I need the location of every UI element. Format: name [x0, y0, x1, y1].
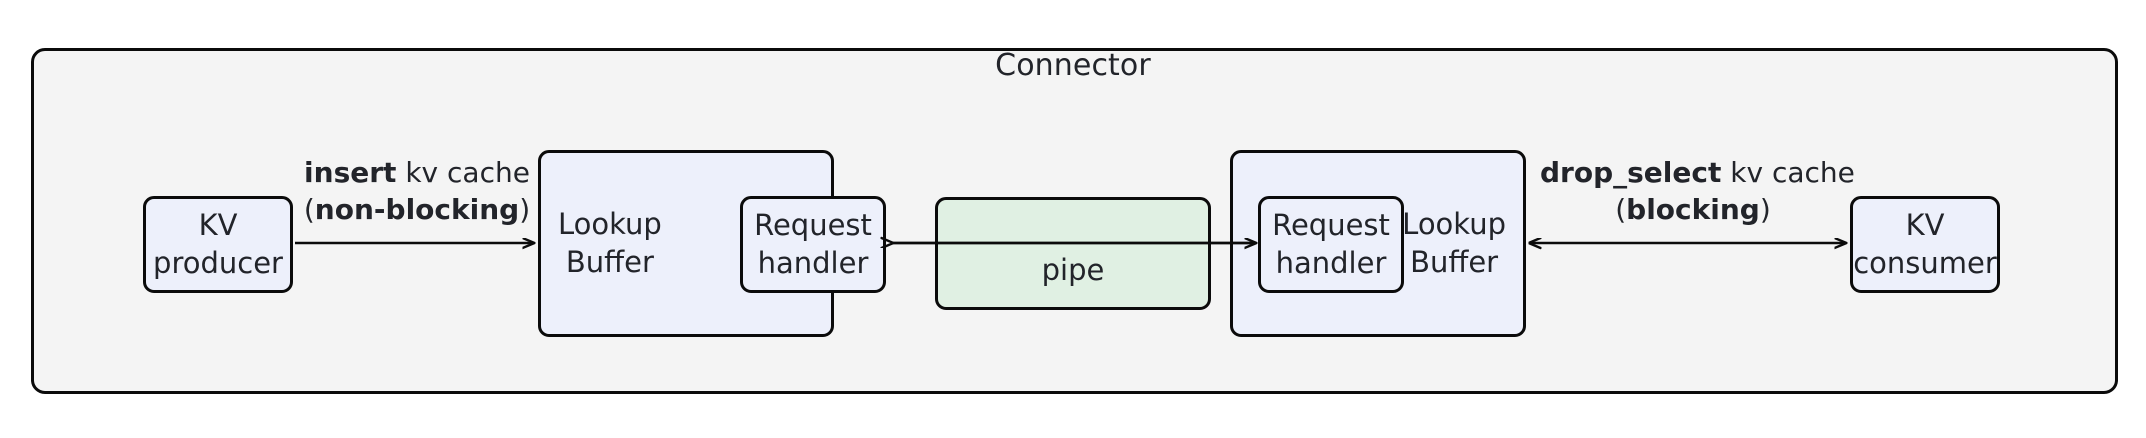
edge-label-insert-line1: insert kv cache [294, 155, 540, 192]
node-lookup-buffer-right-label: Lookup Buffer [1402, 207, 1506, 279]
node-request-handler-right-label: Request handler [1272, 208, 1390, 280]
node-kv-consumer[interactable]: KV consumer [1850, 196, 2000, 293]
edge-label-drop-select-op: drop_select [1540, 156, 1722, 189]
node-request-handler-left-label: Request handler [754, 208, 872, 280]
edge-label-drop-select-line2: (blocking) [1540, 192, 1846, 229]
node-pipe-label: pipe [1041, 252, 1105, 287]
connector-title: Connector [995, 48, 1151, 83]
edge-label-drop-select-rest: kv cache [1721, 156, 1855, 189]
node-pipe[interactable]: pipe [935, 197, 1211, 310]
edge-label-drop-select: drop_select kv cache (blocking) [1540, 155, 1855, 229]
edge-label-insert-mode: non-blocking [314, 192, 520, 226]
edge-label-insert-paren-close: ) [519, 192, 531, 226]
edge-label-insert: insert kv cache (non-blocking) [294, 155, 540, 229]
edge-label-insert-rest: kv cache [396, 156, 530, 189]
edge-label-drop-select-paren-open: ( [1615, 192, 1627, 226]
edge-label-drop-select-mode: blocking [1626, 192, 1760, 226]
edge-label-drop-select-paren-close: ) [1759, 192, 1771, 226]
edge-label-insert-line2: (non-blocking) [294, 192, 540, 229]
node-request-handler-right[interactable]: Request handler [1258, 196, 1404, 293]
edge-label-drop-select-line1: drop_select kv cache [1540, 155, 1855, 192]
node-kv-producer-label: KV producer [153, 208, 283, 280]
node-kv-consumer-label: KV consumer [1853, 208, 1997, 280]
node-request-handler-left[interactable]: Request handler [740, 196, 886, 293]
node-kv-producer[interactable]: KV producer [143, 196, 293, 293]
node-lookup-buffer-left-label: Lookup Buffer [558, 207, 662, 279]
edge-label-insert-op: insert [304, 156, 397, 189]
node-lookup-buffer-left[interactable]: Lookup Buffer [538, 150, 834, 337]
edge-label-insert-paren-open: ( [303, 192, 315, 226]
